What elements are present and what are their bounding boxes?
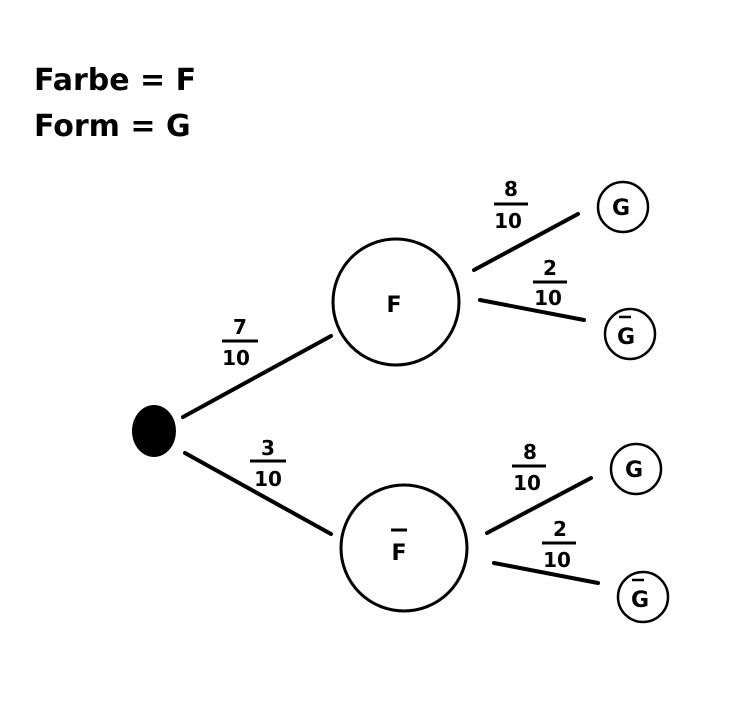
node-F-bar-label: F: [391, 541, 406, 566]
branch-F-to-G-bar: [478, 298, 586, 322]
prob-Fbar-to-G: 8 10: [512, 440, 546, 495]
prob-to-F: 7 10: [222, 315, 258, 370]
legend-farbe: Farbe = F: [34, 63, 196, 98]
prob-to-F-numerator: 7: [233, 315, 247, 339]
prob-F-to-G-numerator: 8: [504, 177, 518, 201]
prob-F-to-G-bar: 2 10: [533, 256, 567, 310]
branch-F-to-G: [472, 212, 580, 272]
prob-F-to-G-bar-numerator: 2: [543, 256, 557, 280]
prob-to-F-bar-numerator: 3: [261, 436, 275, 460]
prob-Fbar-to-G-denominator: 10: [513, 471, 541, 495]
prob-Fbar-to-G-bar: 2 10: [542, 517, 576, 572]
branch-Fbar-to-G-bar: [492, 561, 600, 585]
prob-Fbar-to-G-numerator: 8: [523, 440, 537, 464]
prob-to-F-bar: 3 10: [250, 436, 286, 491]
legend-form: Form = G: [34, 109, 191, 144]
branch-Fbar-to-G: [485, 476, 593, 535]
prob-F-to-G: 8 10: [494, 177, 528, 233]
prob-Fbar-to-G-bar-numerator: 2: [553, 517, 567, 541]
leaf-G-bar-lower: [616, 570, 670, 624]
branch-to-F: [181, 334, 333, 419]
leaf-G-bar-upper-label: G: [617, 325, 635, 350]
leaf-G-bar-upper: [603, 307, 657, 361]
prob-Fbar-to-G-bar-denominator: 10: [543, 548, 571, 572]
prob-to-F-bar-denominator: 10: [254, 467, 282, 491]
leaf-G-lower-label: G: [625, 458, 643, 483]
leaf-G-upper-label: G: [612, 196, 630, 221]
leaf-G-lower: [609, 442, 663, 496]
start-node: [132, 405, 176, 457]
prob-F-to-G-bar-denominator: 10: [534, 286, 562, 310]
prob-to-F-denominator: 10: [222, 346, 250, 370]
leaf-G-upper: [596, 180, 650, 234]
branch-to-F-bar: [183, 451, 333, 536]
leaf-G-bar-lower-label: G: [631, 588, 649, 613]
node-F-label: F: [386, 293, 401, 318]
prob-F-to-G-denominator: 10: [494, 209, 522, 233]
node-F-bar: [339, 483, 469, 613]
node-F: [331, 237, 461, 367]
